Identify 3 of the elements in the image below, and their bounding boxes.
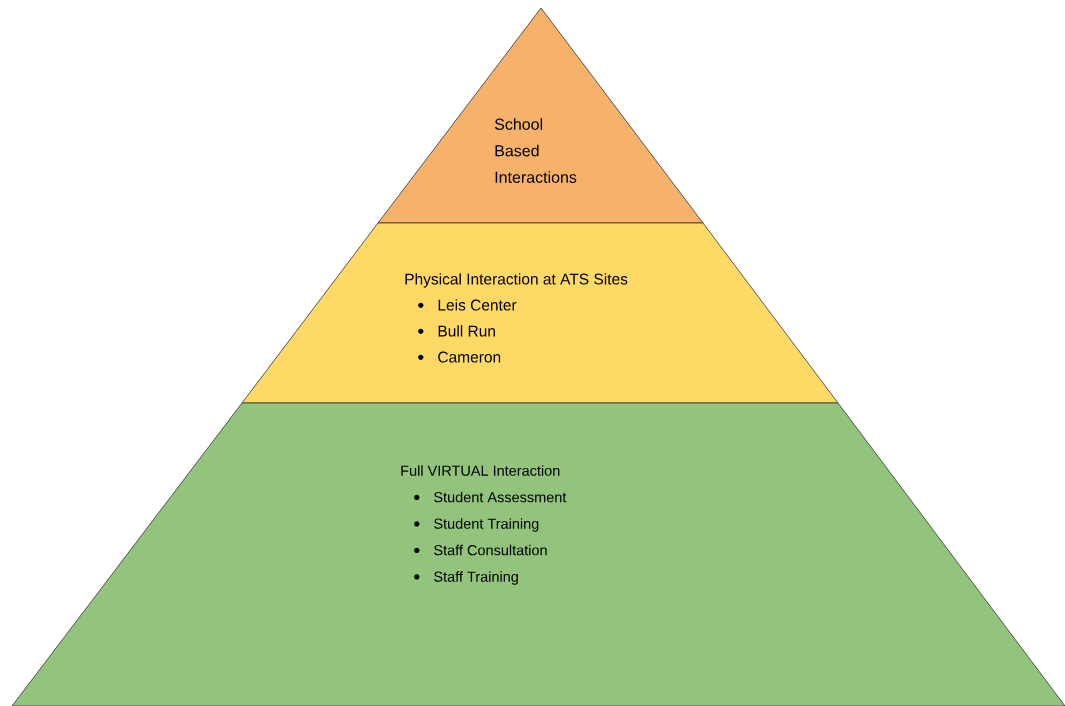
pyramid-base-tier: Full VIRTUAL Interaction Student Assessment Student Training Staff Consultation Staff Training [11, 402, 1065, 706]
pyramid-top-tier: School Based Interactions [377, 7, 704, 224]
pyramid-middle-tier: Physical Interaction at ATS Sites Leis Center Bull Run Cameron [241, 222, 839, 404]
